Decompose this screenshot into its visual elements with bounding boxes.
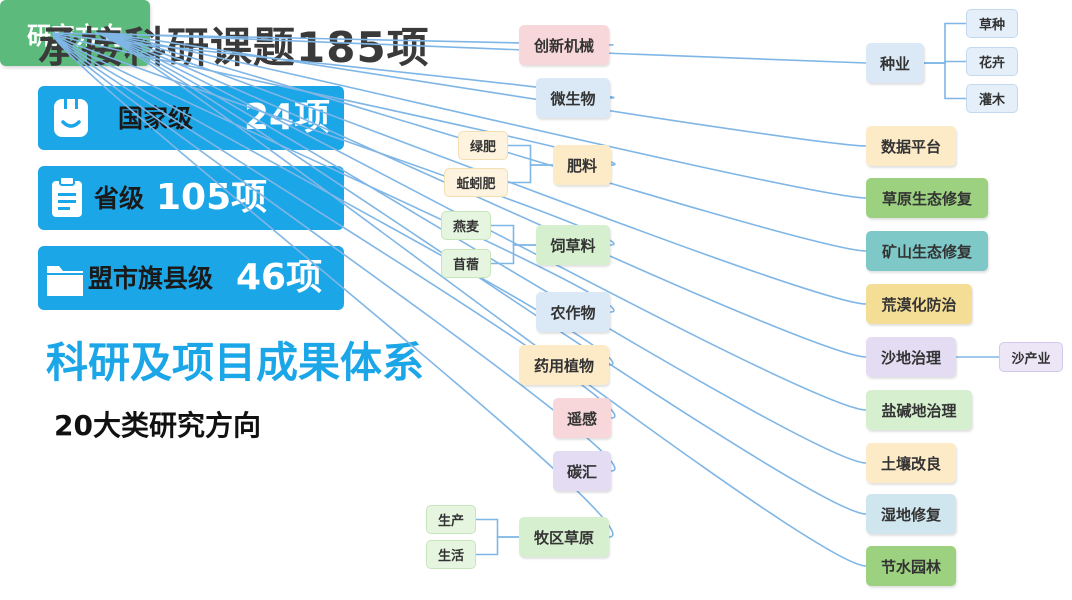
branch-node-wetland-restoration: 湿地修复 bbox=[866, 494, 956, 534]
connector-line bbox=[476, 536, 519, 556]
connector-line bbox=[94, 32, 867, 64]
branch-node-microbes: 微生物 bbox=[536, 78, 610, 118]
leaf-node-oats: 燕麦 bbox=[441, 211, 491, 240]
connector-line bbox=[924, 22, 966, 64]
leaf-node-green-manure: 绿肥 bbox=[458, 131, 508, 160]
branch-node-grassland-restoration: 草原生态修复 bbox=[866, 178, 988, 218]
branch-node-innovation-machinery: 创新机械 bbox=[519, 25, 609, 65]
system-title: 科研及项目成果体系 bbox=[46, 338, 425, 387]
leaf-node-shrubs: 灌木 bbox=[966, 84, 1018, 113]
subtitle: 20大类研究方向 bbox=[54, 409, 261, 442]
connector-line bbox=[94, 32, 867, 199]
branch-node-crops: 农作物 bbox=[536, 292, 610, 332]
connector-line bbox=[94, 32, 867, 567]
leaf-node-alfalfa: 苜蓿 bbox=[441, 249, 491, 278]
leaf-node-flowers: 花卉 bbox=[966, 47, 1018, 76]
branch-node-medicinal-plants: 药用植物 bbox=[519, 345, 609, 385]
stat-label: 盟市旗县级 bbox=[88, 264, 214, 293]
branch-node-mine-restoration: 矿山生态修复 bbox=[866, 231, 988, 271]
branch-node-forage: 饲草料 bbox=[536, 225, 610, 265]
connector-line bbox=[476, 518, 519, 538]
branch-node-water-saving-gardens: 节水园林 bbox=[866, 546, 956, 586]
leaf-node-grass-seed: 草种 bbox=[966, 9, 1018, 38]
branch-node-desertification-control: 荒漠化防治 bbox=[866, 284, 972, 324]
branch-node-saline-land-management: 盐碱地治理 bbox=[866, 390, 972, 430]
branch-node-remote-sensing: 遥感 bbox=[553, 398, 611, 438]
branch-node-carbon-sink: 碳汇 bbox=[553, 451, 611, 491]
connector-line bbox=[924, 62, 966, 100]
connector-line bbox=[52, 32, 614, 538]
branch-node-sandland-management: 沙地治理 bbox=[866, 337, 956, 377]
leaf-node-living: 生活 bbox=[426, 540, 476, 569]
branch-node-seed-industry: 种业 bbox=[866, 43, 924, 83]
stat-card-city-county: 盟市旗县级 46项 bbox=[38, 246, 344, 310]
connector-line bbox=[94, 32, 867, 464]
stat-value: 46项 bbox=[236, 257, 323, 298]
folder-icon bbox=[47, 266, 83, 296]
connector-line bbox=[52, 32, 616, 472]
leaf-node-production: 生产 bbox=[426, 505, 476, 534]
clipboard-icon bbox=[52, 176, 82, 217]
connector-line bbox=[94, 32, 867, 147]
connector-line bbox=[508, 164, 553, 184]
branch-node-fertilizer: 肥料 bbox=[553, 145, 611, 185]
stat-label: 省级 bbox=[94, 184, 145, 213]
connector-line bbox=[52, 32, 616, 419]
bag-icon bbox=[54, 99, 88, 137]
leaf-node-sand-industry: 沙产业 bbox=[999, 342, 1063, 372]
stat-value: 105项 bbox=[156, 177, 268, 218]
branch-node-soil-improvement: 土壤改良 bbox=[866, 443, 956, 483]
branch-node-pastoral-grassland: 牧区草原 bbox=[519, 517, 609, 557]
stat-card-provincial: 省级 105项 bbox=[38, 166, 344, 230]
branch-node-data-platform: 数据平台 bbox=[866, 126, 956, 166]
leaf-node-earthworm-fertilizer: 蚯蚓肥 bbox=[444, 168, 508, 197]
